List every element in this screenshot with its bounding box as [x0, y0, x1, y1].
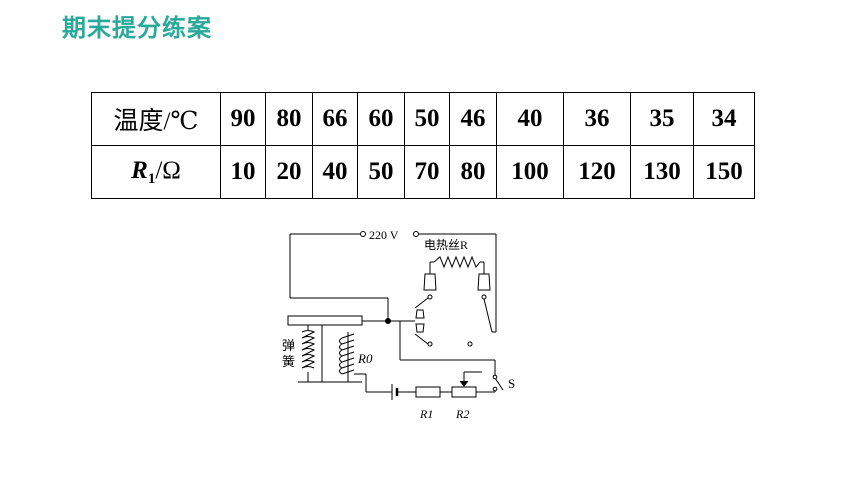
table-cell: 20	[265, 145, 313, 199]
row-header-resistance: R1/Ω	[91, 145, 221, 199]
table-cell: 34	[693, 92, 755, 146]
table-cell: 40	[496, 92, 564, 146]
table-cell: 100	[496, 145, 564, 199]
switch-label: S	[508, 376, 515, 391]
table-cell: 50	[404, 92, 450, 146]
r1-symbol: R	[131, 156, 148, 184]
table-cell: 66	[312, 92, 358, 146]
spring-label-1: 弹	[282, 338, 295, 353]
table-cell: 40	[312, 145, 358, 199]
spring: 弹 簧	[282, 325, 362, 383]
r2-label: R2	[455, 407, 469, 421]
table-cell: 46	[449, 92, 497, 146]
table-cell: 150	[693, 145, 755, 199]
heater-label: 电热丝R	[424, 238, 468, 252]
electromagnet-r0: R0	[339, 332, 380, 393]
table-cell: 80	[265, 92, 313, 146]
heater-wire: 电热丝R	[423, 238, 493, 333]
table-cell: 90	[220, 92, 266, 146]
table-row-temperature: 温度/℃ 90 80 66 60 50 46 40 36 35 34	[91, 92, 755, 146]
table-cell: 35	[630, 92, 694, 146]
table-row-resistance: R1/Ω 10 20 40 50 70 80 100 120 130 150	[91, 145, 755, 199]
page-title: 期末提分练案	[62, 14, 212, 42]
row-header-temperature: 温度/℃	[91, 92, 221, 146]
table-cell: 36	[563, 92, 631, 146]
power-supply-terminals: 220 V	[289, 228, 497, 333]
r1-subscript: 1	[147, 170, 156, 187]
spring-label-2: 簧	[282, 354, 295, 369]
table-cell: 50	[357, 145, 405, 199]
r1-unit: /Ω	[155, 156, 181, 184]
table-cell: 120	[563, 145, 631, 199]
relay-circuit-diagram: 220 V 电热丝R 弹 簧	[282, 228, 515, 421]
relay-armature	[287, 297, 496, 375]
r1-label: R1	[419, 407, 433, 421]
table-cell: 10	[220, 145, 266, 199]
temperature-resistance-table: 温度/℃ 90 80 66 60 50 46 40 36 35 34 R1/Ω …	[91, 92, 755, 199]
table-cell: 60	[357, 92, 405, 146]
table-cell: 130	[630, 145, 694, 199]
table-cell: 80	[449, 145, 497, 199]
r0-label: R0	[357, 351, 373, 366]
control-circuit: S R1 R2	[380, 371, 515, 421]
voltage-label: 220 V	[369, 228, 399, 242]
table-cell: 70	[404, 145, 450, 199]
